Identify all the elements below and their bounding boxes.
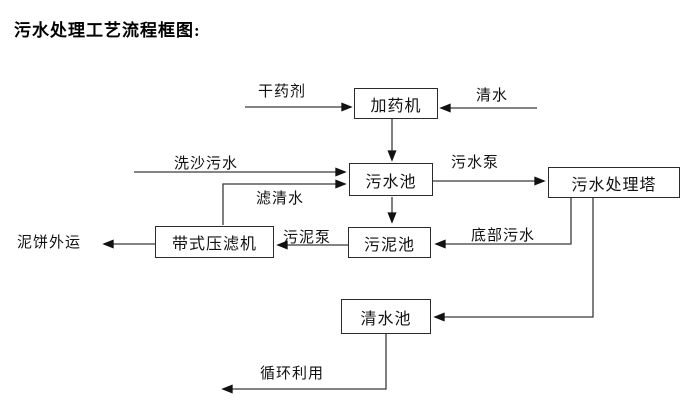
node-treatment-tower-label: 污水处理塔 — [571, 176, 657, 194]
arrow-bottom-sewage-to-sludge-pool — [434, 198, 572, 249]
arrow-recycling-out — [221, 334, 387, 394]
arrow-tower-to-clear-water-pool — [433, 198, 594, 322]
node-sewage-pool: 污水池 — [349, 163, 433, 196]
node-dosing-machine: 加药机 — [354, 88, 438, 119]
node-dosing-machine-label: 加药机 — [370, 97, 422, 115]
node-treatment-tower: 污水处理塔 — [548, 167, 680, 198]
page-title: 污水处理工艺流程框图: — [14, 21, 201, 40]
flow-label-filtered-water: 滤清水 — [256, 191, 305, 207]
node-clear-water-pool-label: 清水池 — [360, 310, 412, 328]
flow-label-mud-cake-outbound: 泥饼外运 — [17, 235, 82, 251]
node-sludge-pool: 污泥池 — [348, 227, 431, 258]
node-belt-filter-press: 带式压滤机 — [155, 226, 274, 258]
node-sludge-pool-label: 污泥池 — [363, 236, 415, 254]
flow-label-sewage-pump: 污水泵 — [451, 155, 500, 171]
flow-label-dry-agent: 干药剂 — [258, 84, 307, 100]
flow-label-sand-washing-sewage: 洗沙污水 — [174, 156, 239, 172]
flow-label-clear-water: 清水 — [476, 88, 509, 104]
arrow-filtered-water-to-sewage-pool — [222, 179, 347, 225]
node-belt-filter-press-label: 带式压滤机 — [171, 236, 257, 253]
node-sewage-pool-label: 污水池 — [365, 173, 417, 191]
flow-label-sludge-pump: 污泥泵 — [283, 230, 332, 246]
flow-label-bottom-sewage: 底部污水 — [471, 228, 536, 244]
flow-label-recycling: 循环利用 — [260, 366, 325, 382]
node-clear-water-pool: 清水池 — [341, 299, 431, 334]
